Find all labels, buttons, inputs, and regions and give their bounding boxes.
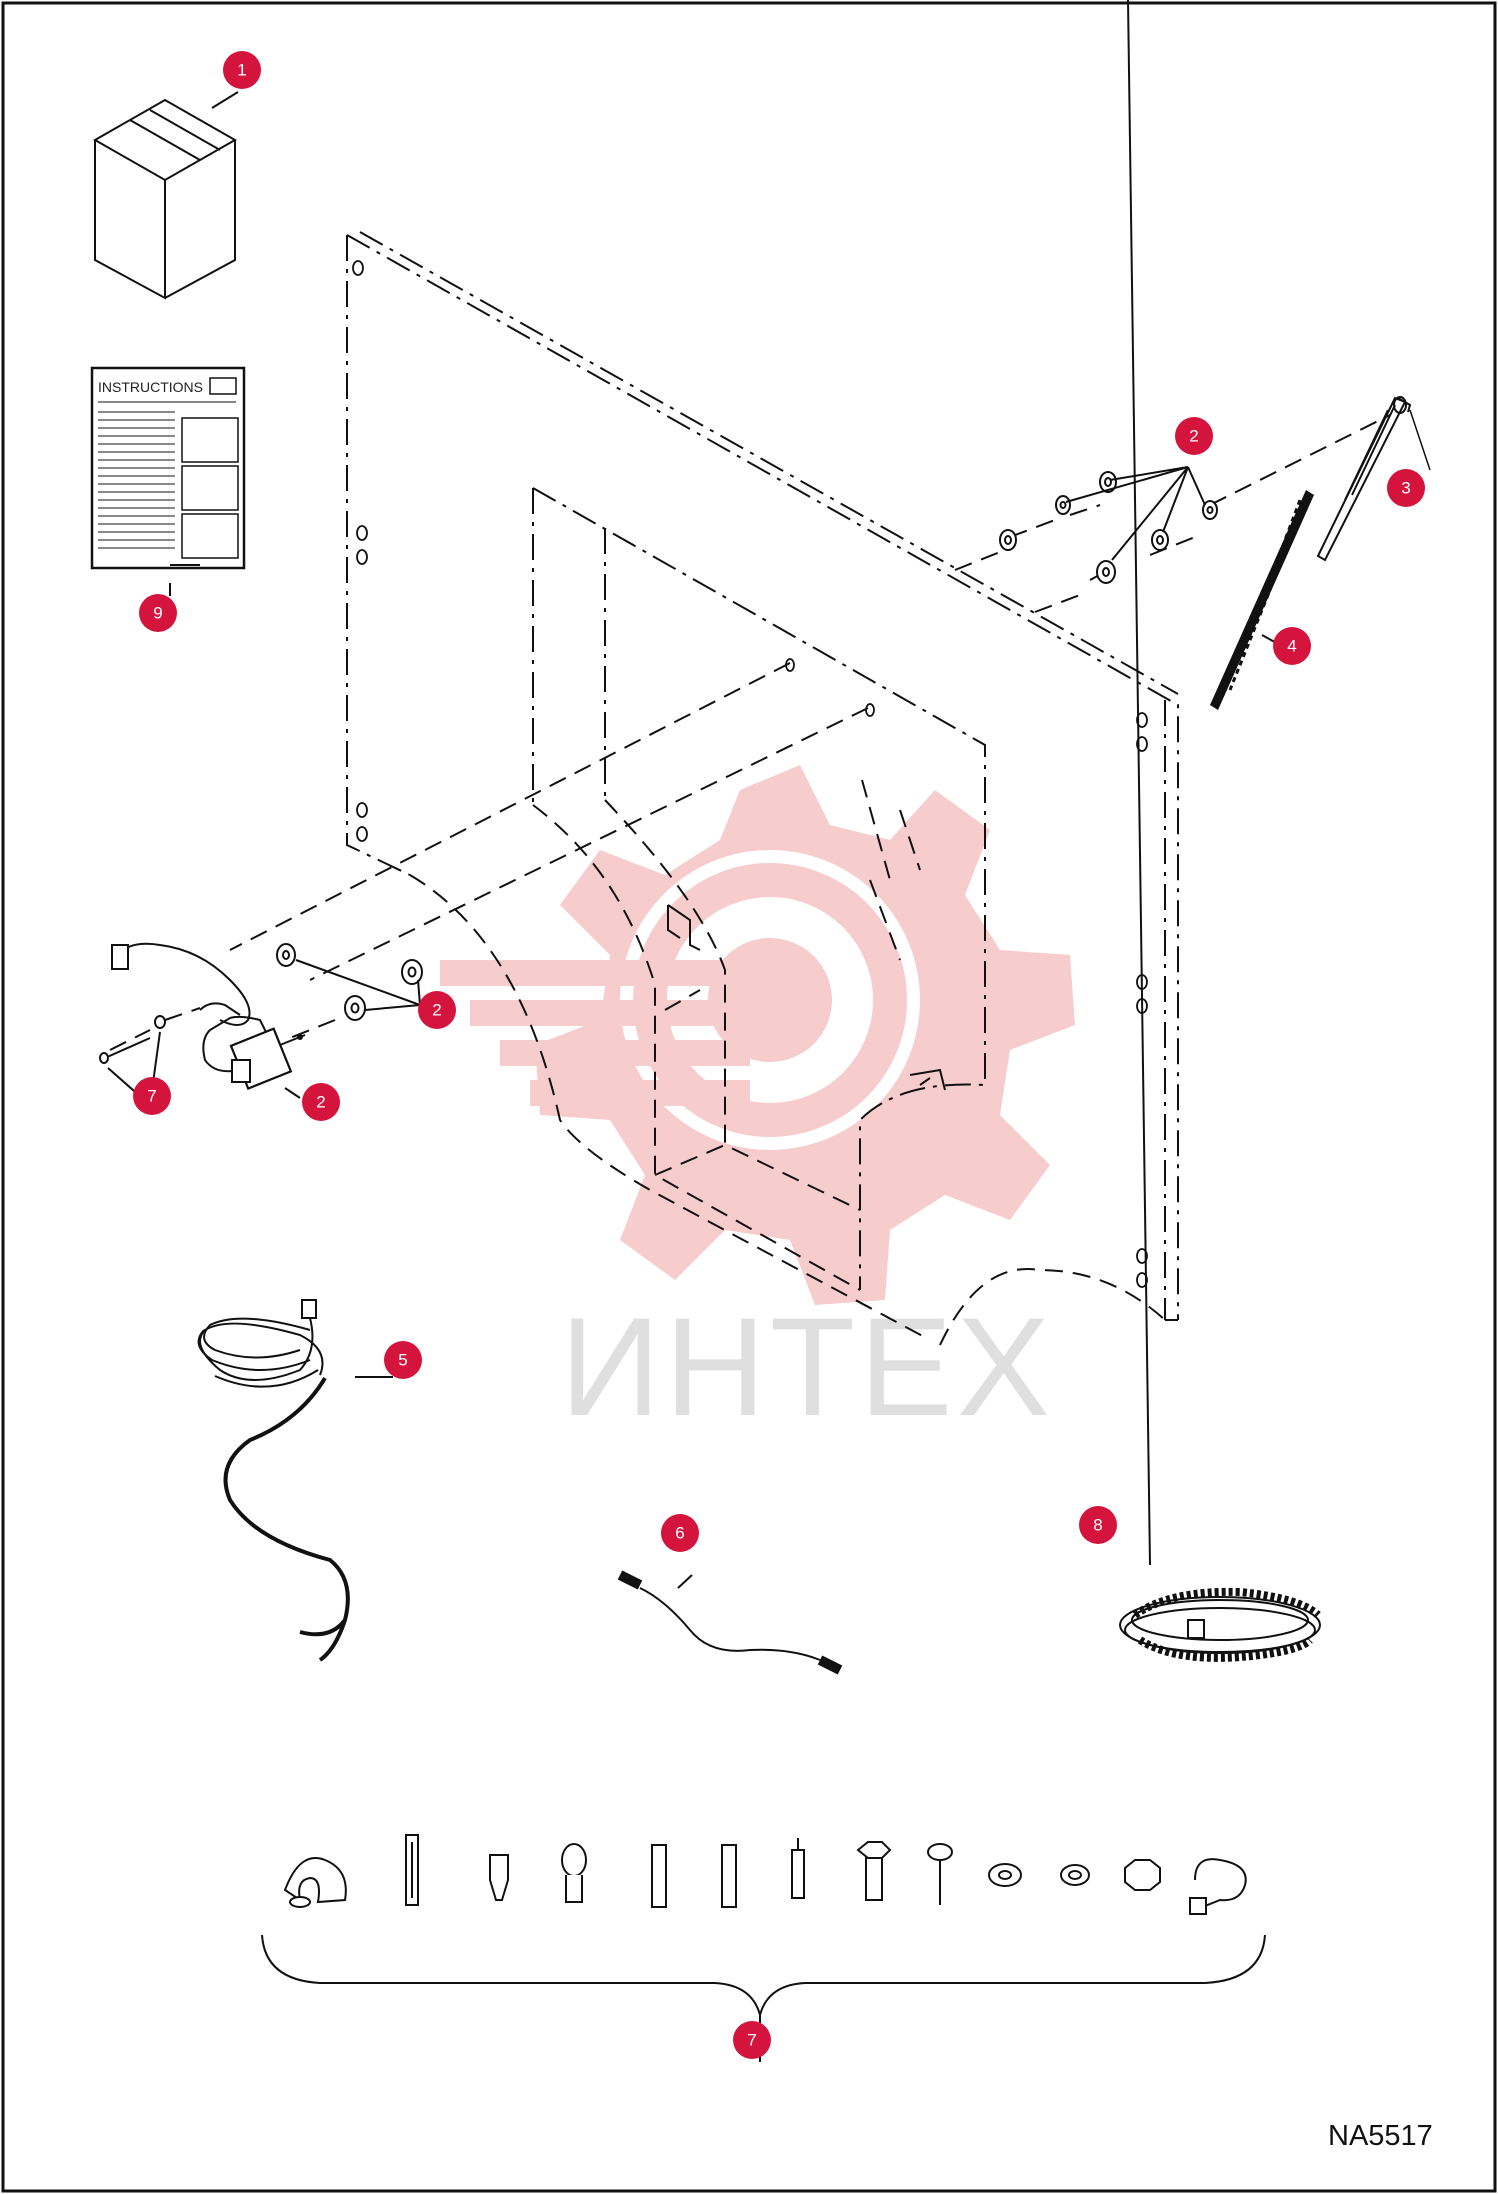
callout-5: 5	[384, 1341, 422, 1379]
box-icon	[92, 98, 238, 300]
wiper-blade	[1210, 490, 1314, 710]
motor-screws	[99, 1007, 201, 1064]
instructions-title: INSTRUCTIONS	[98, 379, 203, 395]
callout-4-label: 4	[1287, 637, 1296, 656]
callout-2-motor: 2	[302, 1083, 340, 1121]
callout-7-motor-label: 7	[147, 1087, 156, 1106]
jumper-wire	[617, 1570, 843, 1675]
callout-7-motor: 7	[133, 1077, 171, 1115]
washer-set-motor	[276, 943, 423, 1021]
callout-9-label: 9	[153, 604, 162, 623]
hardware-kit-bracket	[261, 1934, 1266, 2019]
callout-1-label: 1	[237, 61, 246, 80]
spiral-wrap	[1119, 1587, 1321, 1662]
callout-2-upper: 2	[1175, 417, 1213, 455]
callout-4: 4	[1273, 627, 1311, 665]
callout-5-label: 5	[398, 1351, 407, 1370]
leader-lines-c2a	[1065, 466, 1206, 561]
callout-8: 8	[1079, 1506, 1117, 1544]
wiper-arm	[1316, 396, 1431, 562]
door-panel	[346, 231, 1179, 1346]
callout-7-kit: 7	[733, 2021, 771, 2059]
callout-1: 1	[211, 51, 261, 109]
watermark-logo: ИНТЕХ	[440, 765, 1075, 1445]
callout-8-label: 8	[1093, 1516, 1102, 1535]
wiper-motor-assembly	[111, 942, 306, 1090]
hardware-kit	[283, 1834, 1247, 1915]
washer-nut-set-upper	[999, 471, 1218, 584]
callout-2-motor-label: 2	[316, 1093, 325, 1112]
callout-2-upper-label: 2	[1189, 427, 1198, 446]
callout-6-label: 6	[675, 1524, 684, 1543]
callout-2-motor-washers-label: 2	[432, 1001, 441, 1020]
watermark-text: ИНТЕХ	[560, 1288, 1054, 1445]
callout-7-kit-label: 7	[747, 2031, 756, 2050]
alignment-lines-upper	[229, 414, 1391, 1041]
callout-2-motor-washers: 2	[418, 991, 456, 1029]
instructions-sheet: INSTRUCTIONS	[90, 366, 246, 570]
wire-harness	[197, 1299, 350, 1662]
document-code: NA5517	[1328, 2120, 1433, 2152]
callout-3-label: 3	[1401, 479, 1410, 498]
callout-6: 6	[661, 1514, 699, 1552]
leader-lines-c2b	[295, 959, 421, 1011]
callout-3: 3	[1387, 469, 1425, 507]
callout-9: 9	[139, 594, 177, 632]
